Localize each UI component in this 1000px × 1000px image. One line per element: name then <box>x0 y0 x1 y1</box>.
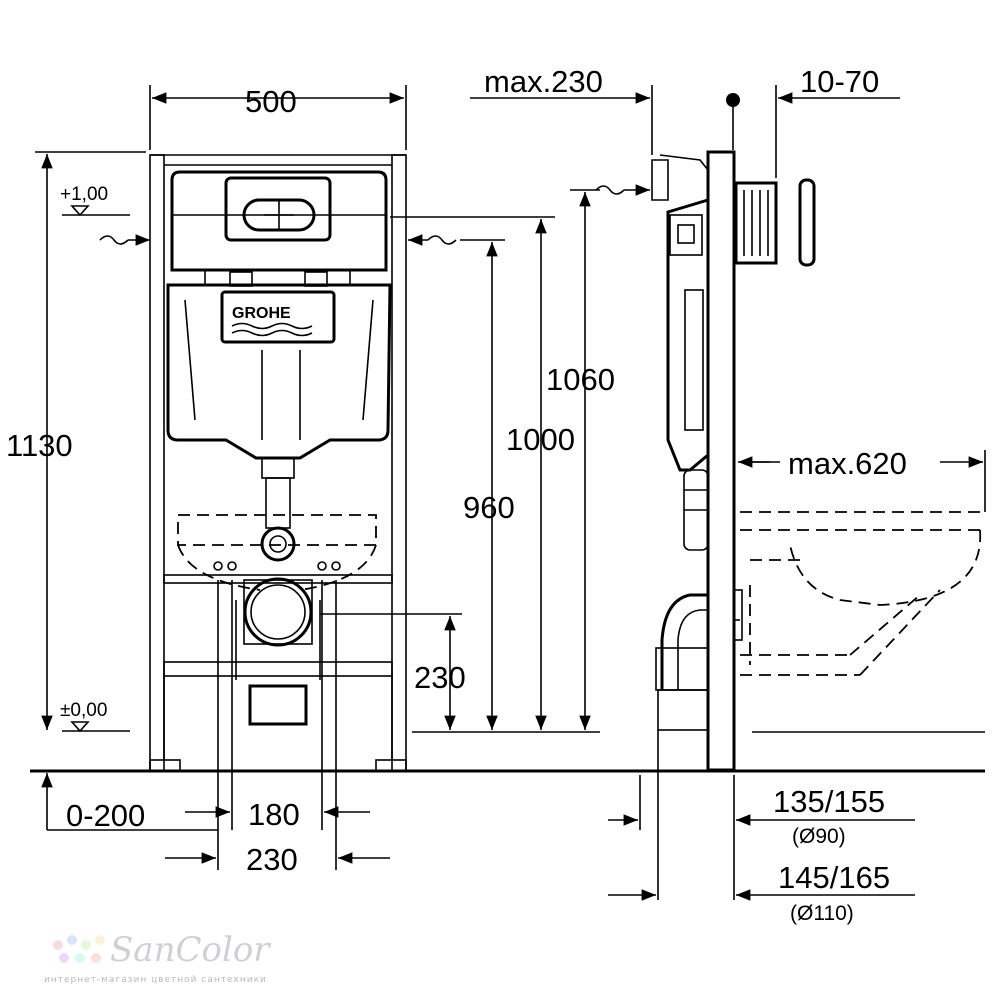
level-top-label: +1,00 <box>60 184 108 205</box>
dim-960: 960 <box>463 490 515 525</box>
cistern-top <box>170 170 388 272</box>
soil-pipe-outlet <box>243 577 313 647</box>
dim-0-200: 0-200 <box>66 798 145 833</box>
dim-1130: 1130 <box>6 428 73 463</box>
front-view: GROHE +1,00 ±0,00 <box>6 84 615 877</box>
dim-d110: (Ø110) <box>790 902 854 925</box>
frame-lower-bar <box>163 661 393 677</box>
side-soil-bend <box>660 593 708 690</box>
flush-outlet <box>260 526 296 562</box>
cistern-tank <box>166 283 392 460</box>
watermark-tagline: интернет-магазин цветной сантехники <box>44 975 267 985</box>
dim-230-h: 230 <box>246 842 298 877</box>
dim-1000: 1000 <box>506 422 575 457</box>
frame-left-post <box>149 154 165 772</box>
dim-1060: 1060 <box>546 362 615 397</box>
dim-145-165: 145/165 <box>778 860 890 895</box>
flush-plate <box>224 176 332 242</box>
soil-pipe-bottom <box>248 684 308 726</box>
dim-d90: (Ø90) <box>792 825 846 848</box>
dim-135-155: 135/155 <box>773 784 885 819</box>
watermark-dots <box>53 935 105 963</box>
level-floor-label: ±0,00 <box>60 700 107 721</box>
dim-max-620: max.620 <box>788 446 907 481</box>
side-flush-panel <box>734 181 778 265</box>
watermark-name: SanColor <box>110 930 270 970</box>
frame-right-post <box>391 154 407 772</box>
side-view: max.230 10-70 max.620 <box>410 64 986 925</box>
brand-logo: GROHE <box>232 305 291 322</box>
brand-plate <box>220 290 336 344</box>
dim-10-70: 10-70 <box>800 64 879 99</box>
dim-230-v: 230 <box>414 660 466 695</box>
side-frame <box>706 150 736 772</box>
dim-max-230: max.230 <box>484 64 603 99</box>
dim-180: 180 <box>248 797 300 832</box>
centerline-marker <box>726 93 740 107</box>
dim-500: 500 <box>245 84 297 119</box>
side-flush-plate <box>798 178 816 267</box>
